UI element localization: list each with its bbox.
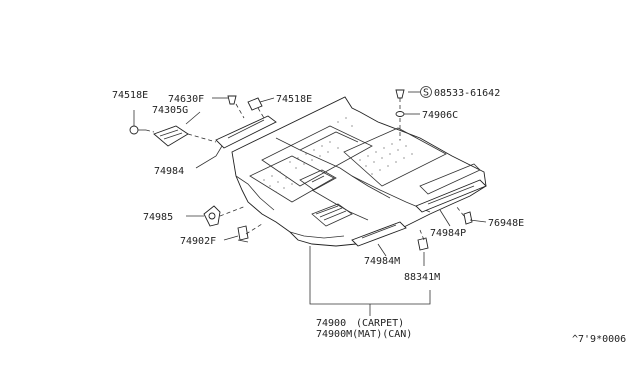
trim-74984P xyxy=(415,179,487,213)
diagram-code: ^7'9*0006 xyxy=(572,334,626,345)
callout-74900-note: (CARPET) xyxy=(356,318,404,329)
washer-74906C xyxy=(395,111,405,117)
clip-88341M xyxy=(417,237,429,251)
callout-74518E-left: 74518E xyxy=(112,90,148,101)
callout-74305G: 74305G xyxy=(152,105,188,116)
callout-74900: 74900 xyxy=(316,318,346,329)
clip-74305G xyxy=(153,125,189,147)
callout-74984P: 74984P xyxy=(430,228,466,239)
callout-74985: 74985 xyxy=(143,212,173,223)
callout-74984M: 74984M xyxy=(364,256,400,267)
bracket-74902F xyxy=(237,225,249,243)
callout-74906C: 74906C xyxy=(422,110,458,121)
callout-74902F: 74902F xyxy=(180,236,216,247)
callout-76948E: 76948E xyxy=(488,218,524,229)
callout-88341M: 88341M xyxy=(404,272,440,283)
s-symbol-circle xyxy=(420,86,432,98)
clip-76948E xyxy=(463,211,473,225)
bracket-74985 xyxy=(203,205,221,227)
trim-74984M xyxy=(351,221,407,247)
leader-lines xyxy=(133,91,487,316)
s-symbol: S xyxy=(423,88,429,99)
callout-74630F: 74630F xyxy=(168,94,204,105)
screw-74518E-right xyxy=(247,97,263,111)
screw-74518E-left xyxy=(129,125,146,135)
callout-08533-61642: 08533-61642 xyxy=(434,88,500,99)
bolt-08533 xyxy=(395,89,405,99)
screw-74630F xyxy=(227,95,237,105)
callout-74984: 74984 xyxy=(154,166,184,177)
callout-74900M: 74900M(MAT)(CAN) xyxy=(316,329,412,340)
callout-74518E-right: 74518E xyxy=(276,94,312,105)
trim-74984-front xyxy=(215,115,277,149)
